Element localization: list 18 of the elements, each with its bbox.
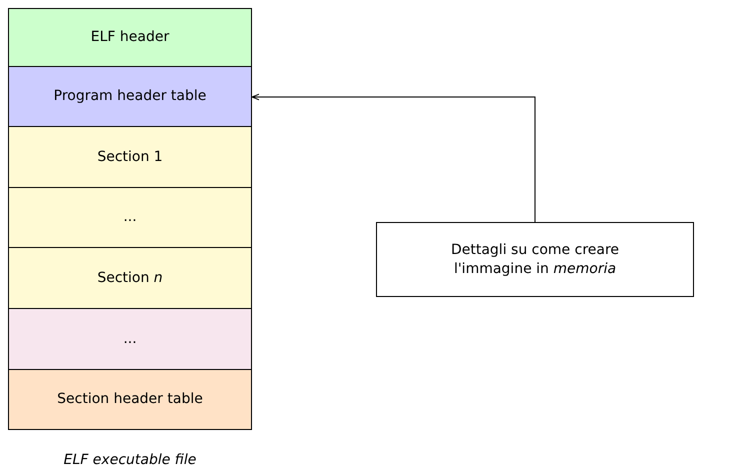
section-box xyxy=(8,126,252,188)
section-box xyxy=(8,187,252,248)
connector-arrow xyxy=(252,94,536,222)
box-text: Section n xyxy=(97,268,163,288)
box-text: Program header table xyxy=(54,87,206,106)
box-text: Section header table xyxy=(57,390,203,409)
caption: ELF executable file xyxy=(62,452,198,467)
box-text: Dettagli su come creare l'immagine in memoria xyxy=(450,240,620,278)
box-text: ELF header xyxy=(90,28,170,47)
note-box xyxy=(376,222,694,297)
section-box xyxy=(8,247,252,309)
section-box xyxy=(8,66,252,127)
box-text: Section 1 xyxy=(97,148,163,166)
box-text: ... xyxy=(123,330,137,348)
section-box xyxy=(8,308,252,370)
section-box xyxy=(8,369,252,430)
box-text: ... xyxy=(123,208,137,227)
section-box xyxy=(8,8,252,67)
